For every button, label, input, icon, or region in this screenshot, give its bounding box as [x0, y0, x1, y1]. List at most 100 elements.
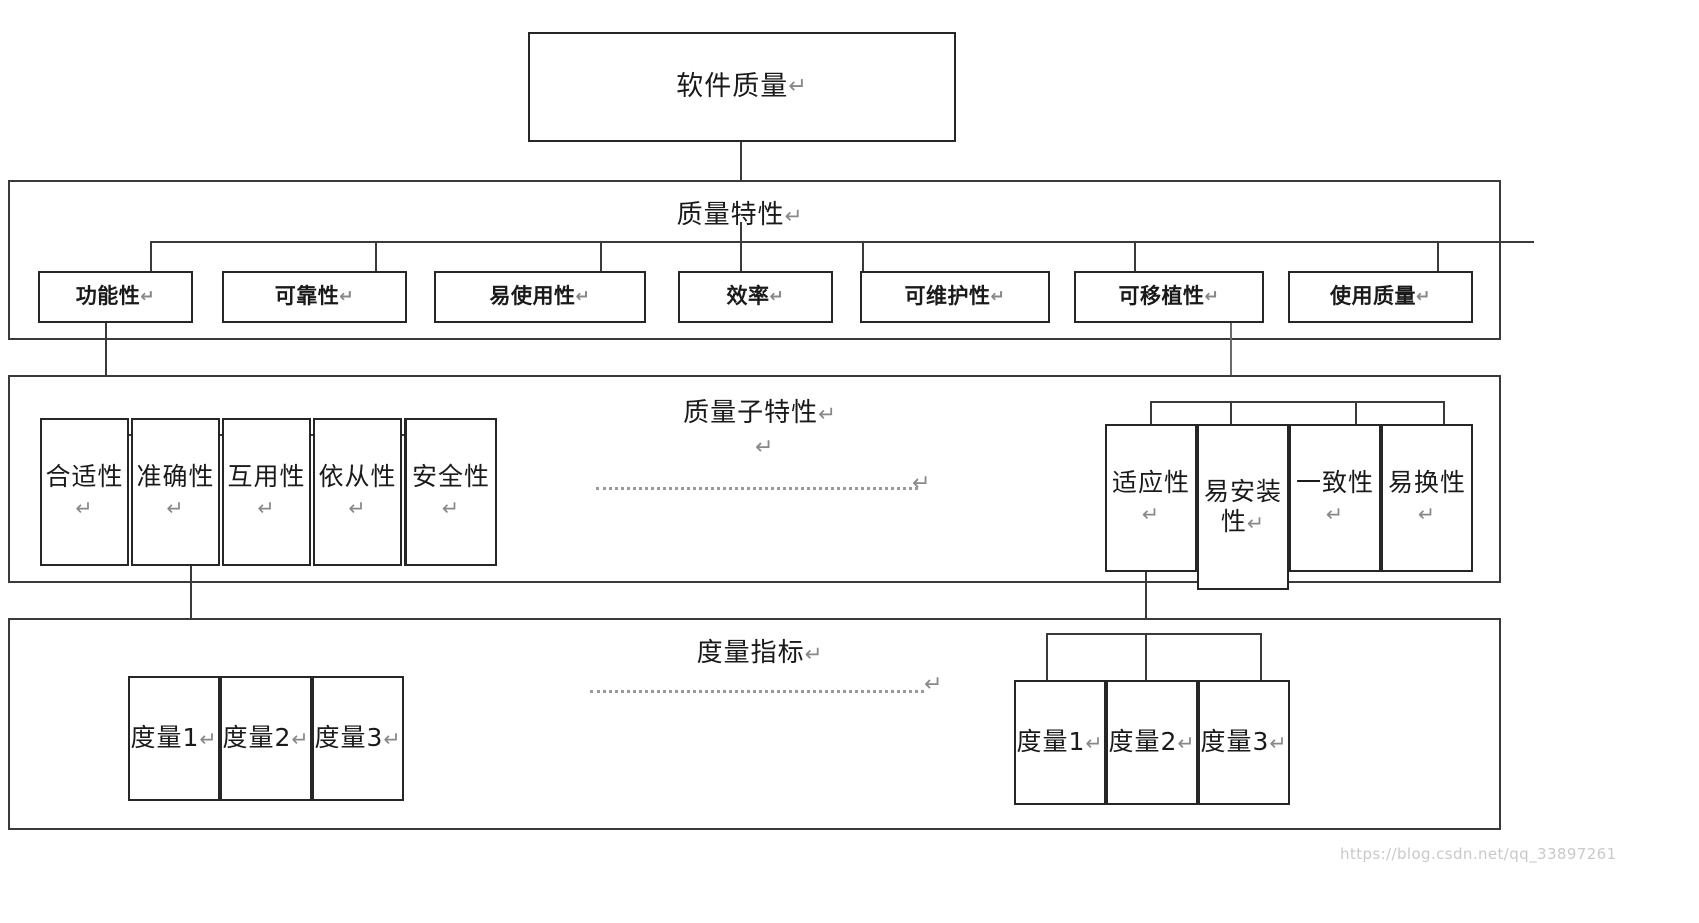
sub-characteristic-pilcrow: ↵ [166, 496, 185, 520]
ellipsis-pilcrow-text: ↵ [924, 672, 943, 697]
root-node-pilcrow: ↵ [788, 73, 808, 100]
sub-characteristic-label: 一致性 [1295, 467, 1374, 497]
characteristic-box-xiaolv[interactable]: 效率↵ [678, 271, 833, 323]
metric-pilcrow: ↵ [1177, 731, 1196, 756]
metrics-ellipsis-pilcrow: ↵ [924, 672, 942, 697]
connector-drop-metric-right-3 [1260, 633, 1262, 681]
characteristic-box-kekaoxing[interactable]: 可靠性↵ [222, 271, 407, 323]
sub-characteristics-ellipsis-pilcrow: ↵ [912, 471, 930, 496]
connector-drop-metric-right-1 [1046, 633, 1048, 681]
metric-label-wrap: 度量3↵ [1200, 727, 1287, 758]
sub-characteristic-label-wrap: 依从性↵ [315, 462, 400, 523]
connector-drop-metric-right-2 [1145, 633, 1147, 681]
metric-box-left-1[interactable]: 度量1↵ [128, 676, 220, 801]
sub-characteristic-label-wrap: 适应性 ↵ [1107, 468, 1195, 529]
characteristic-pilcrow: ↵ [339, 286, 355, 307]
characteristic-box-gongnengxing[interactable]: 功能性↵ [38, 271, 193, 323]
characteristic-box-keyizhixing[interactable]: 可移植性↵ [1074, 271, 1264, 323]
characteristic-pilcrow: ↵ [140, 286, 156, 307]
sub-characteristic-pilcrow: ↵ [1325, 502, 1345, 526]
sub-characteristic-box-yicongxing[interactable]: 依从性↵ [313, 418, 402, 566]
sub-characteristic-box-yianzhuangxing[interactable]: 易安装性↵ [1197, 424, 1289, 590]
connector-drop-kekaoxing [375, 241, 377, 271]
sub-characteristic-label-wrap: 合适性 ↵ [42, 462, 127, 523]
connector-drop-shiyingxing [1150, 401, 1152, 425]
sub-characteristic-label-wrap: 互用性 ↵ [224, 462, 309, 523]
metric-pilcrow: ↵ [199, 727, 218, 752]
characteristic-label: 可靠性 [274, 284, 340, 309]
sub-characteristic-label: 易安装性 [1203, 476, 1282, 537]
characteristic-pilcrow: ↵ [769, 286, 785, 307]
ellipsis-pilcrow-text: ↵ [912, 471, 931, 496]
band-sub-extra-pilcrow: ↵ [755, 435, 773, 460]
metric-box-right-1[interactable]: 度量1↵ [1014, 680, 1106, 805]
sub-characteristic-box-anquanxing[interactable]: 安全性 ↵ [404, 418, 497, 566]
metric-box-left-2[interactable]: 度量2↵ [220, 676, 312, 801]
band-quality-sub-characteristics-label: 质量子特性↵ [420, 392, 1100, 429]
connector-drop-xiaolv [740, 241, 742, 271]
sub-characteristic-label-wrap: 易安装性↵ [1199, 477, 1287, 538]
root-node-label: 软件质量 [676, 71, 789, 103]
band-extra-pilcrow-text: ↵ [755, 435, 774, 460]
connector-drop-yishiyongxing [600, 241, 602, 271]
sub-characteristic-box-shiyingxing[interactable]: 适应性 ↵ [1105, 424, 1197, 572]
sub-characteristic-box-heshixing[interactable]: 合适性 ↵ [40, 418, 129, 566]
connector-root-to-characteristics [740, 142, 742, 182]
sub-characteristic-label: 安全性 [411, 461, 490, 491]
band-label-text: 质量子特性 [683, 398, 819, 428]
metric-label-wrap: 度量2↵ [1108, 727, 1195, 758]
sub-characteristic-box-huyongxing[interactable]: 互用性 ↵ [222, 418, 311, 566]
sub-characteristic-pilcrow: ↵ [75, 496, 94, 520]
characteristic-box-yishiyongxing[interactable]: 易使用性↵ [434, 271, 646, 323]
connector-drop-keweihuxing [862, 241, 864, 271]
sub-characteristic-label: 适应性 [1111, 467, 1190, 497]
metric-label: 度量3 [1200, 727, 1270, 757]
characteristic-label: 效率 [726, 284, 770, 309]
characteristic-label: 可移植性 [1118, 284, 1205, 309]
characteristic-box-shiyongzhiliang[interactable]: 使用质量↵ [1288, 271, 1473, 323]
band-label-pilcrow: ↵ [804, 642, 824, 667]
sub-characteristic-pilcrow: ↵ [1141, 502, 1161, 526]
root-node-software-quality[interactable]: 软件质量↵ [528, 32, 956, 142]
metric-box-right-2[interactable]: 度量2↵ [1106, 680, 1198, 805]
connector-drop-yianzhuangxing [1230, 401, 1232, 425]
metric-label: 度量2 [222, 723, 292, 753]
sub-characteristic-box-yizhixing[interactable]: 一致性 ↵ [1289, 424, 1381, 572]
metric-label: 度量2 [1108, 727, 1178, 757]
sub-characteristic-pilcrow: ↵ [441, 496, 461, 520]
metric-label: 度量3 [314, 723, 384, 753]
metric-pilcrow: ↵ [383, 727, 402, 752]
band-label-text: 质量特性 [676, 200, 785, 230]
characteristic-pilcrow: ↵ [575, 286, 591, 307]
metric-box-right-3[interactable]: 度量3↵ [1198, 680, 1290, 805]
watermark: https://blog.csdn.net/qq_33897261 [1340, 845, 1617, 863]
sub-characteristic-label-wrap: 易换性 ↵ [1383, 468, 1471, 529]
band-measurement-indicators-label: 度量指标↵ [420, 632, 1100, 669]
metric-box-left-3[interactable]: 度量3↵ [312, 676, 404, 801]
sub-characteristic-box-zhunquexing[interactable]: 准确性 ↵ [131, 418, 220, 566]
sub-characteristics-ellipsis-dots [596, 487, 918, 490]
sub-characteristic-pilcrow: ↵ [1417, 502, 1437, 526]
sub-characteristic-label: 易换性 [1387, 467, 1466, 497]
sub-characteristic-pilcrow: ↵ [257, 496, 276, 520]
sub-characteristic-label-wrap: 一致性 ↵ [1291, 468, 1379, 529]
characteristic-label: 使用质量 [1330, 284, 1417, 309]
metric-pilcrow: ↵ [291, 727, 310, 752]
connector-drop-keyizhixing [1134, 241, 1136, 271]
sub-characteristic-label: 依从性 [318, 461, 397, 491]
metric-label-wrap: 度量1↵ [130, 723, 217, 754]
characteristic-label: 功能性 [75, 284, 141, 309]
metric-pilcrow: ↵ [1085, 731, 1104, 756]
sub-characteristic-label: 互用性 [227, 461, 306, 491]
sub-characteristic-pilcrow: ↵ [1246, 511, 1266, 535]
metric-label-wrap: 度量2↵ [222, 723, 309, 754]
sub-characteristic-box-yihuanxing[interactable]: 易换性 ↵ [1381, 424, 1473, 572]
characteristic-pilcrow: ↵ [990, 286, 1006, 307]
connector-drop-yizhixing [1355, 401, 1357, 425]
sub-characteristic-label: 合适性 [45, 461, 124, 491]
band-label-pilcrow: ↵ [818, 402, 837, 427]
characteristic-pilcrow: ↵ [1416, 286, 1431, 307]
characteristic-box-keweihuxing[interactable]: 可维护性↵ [860, 271, 1050, 323]
sub-characteristic-label: 准确性 [136, 461, 215, 491]
